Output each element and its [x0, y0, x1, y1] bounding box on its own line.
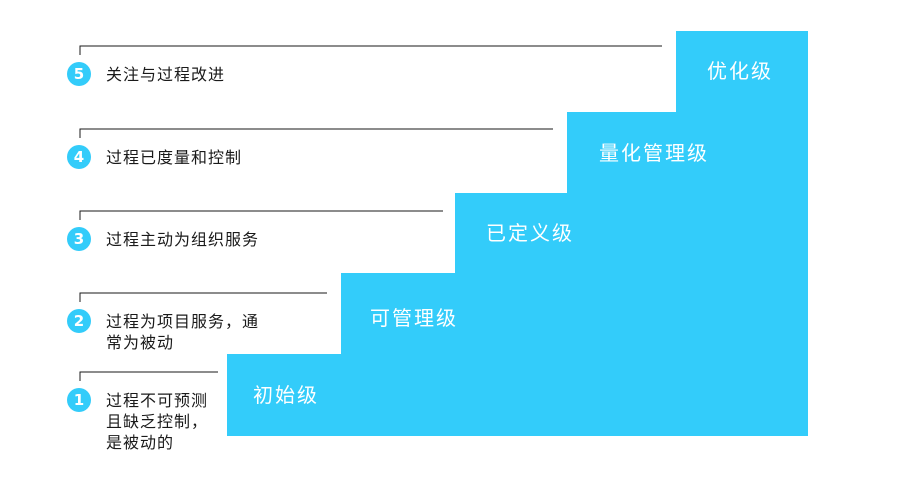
step-label-level-3: 已定义级	[486, 221, 574, 245]
bracket-line-level-4	[79, 128, 553, 138]
level-5-number-badge: 5	[67, 62, 91, 86]
level-3-description: 过程主动为组织服务	[106, 230, 260, 249]
bracket-line-level-1	[79, 371, 218, 381]
level-3-number-badge: 3	[67, 227, 91, 251]
level-1-description: 过程不可预测 且缺乏控制， 是被动的	[106, 391, 209, 452]
step-label-level-5: 优化级	[707, 59, 773, 83]
bracket-line-level-3	[79, 210, 443, 220]
svg-text:4: 4	[74, 148, 84, 166]
svg-text:2: 2	[74, 312, 84, 330]
level-2-description: 过程为项目服务，通 常为被动	[106, 312, 260, 352]
bracket-line-level-5	[79, 45, 662, 55]
svg-text:1: 1	[74, 391, 84, 409]
level-4-number-badge: 4	[67, 145, 91, 169]
step-label-level-4: 量化管理级	[599, 141, 709, 165]
level-5-description: 关注与过程改进	[106, 65, 226, 84]
svg-text:3: 3	[74, 230, 84, 248]
step-label-level-2: 可管理级	[370, 306, 458, 330]
step-label-level-1: 初始级	[253, 383, 319, 407]
level-2-number-badge: 2	[67, 309, 91, 333]
staircase-shape	[227, 31, 808, 436]
level-1-number-badge: 1	[67, 388, 91, 412]
svg-text:5: 5	[74, 65, 84, 83]
level-4-description: 过程已度量和控制	[106, 148, 243, 167]
bracket-line-level-2	[79, 292, 327, 302]
